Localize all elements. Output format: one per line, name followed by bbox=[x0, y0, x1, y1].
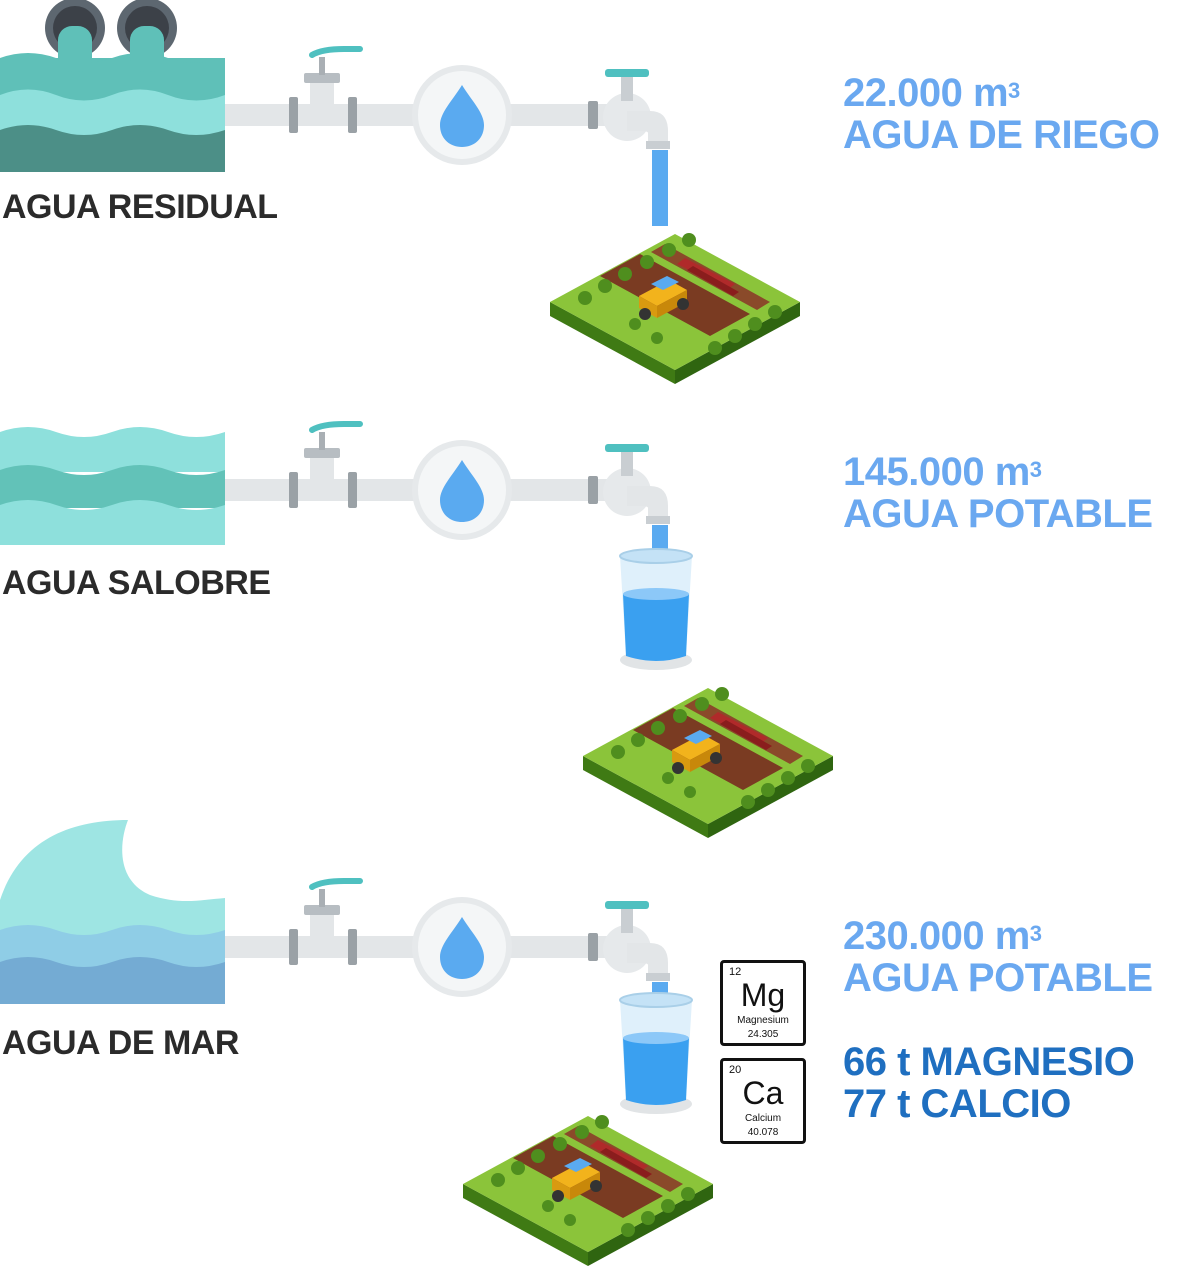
farm-field-icon bbox=[583, 687, 833, 838]
element-name: Magnesium bbox=[737, 1015, 789, 1026]
wastewater-source bbox=[0, 0, 225, 172]
amount-3: 230.000 m bbox=[843, 914, 1030, 958]
result-3: 230.000 m3 AGUA POTABLE bbox=[843, 915, 1153, 999]
unit-exp-1: 3 bbox=[1008, 78, 1020, 103]
pipeline-3 bbox=[225, 881, 670, 997]
glass-of-water-icon bbox=[619, 548, 693, 671]
amount-2: 145.000 m bbox=[843, 450, 1030, 494]
unit-exp-3: 3 bbox=[1029, 921, 1042, 946]
farm-field-icon bbox=[463, 1115, 713, 1266]
source-label-wastewater: AGUA RESIDUAL bbox=[2, 188, 278, 226]
element-symbol: Ca bbox=[742, 1075, 784, 1111]
source-label-brackish: AGUA SALOBRE bbox=[2, 564, 271, 602]
brackish-water-source bbox=[0, 427, 225, 545]
pipeline-2 bbox=[225, 424, 670, 540]
amount-1: 22.000 m bbox=[843, 71, 1009, 115]
wave-icon bbox=[0, 820, 225, 1004]
farm-field-icon bbox=[550, 233, 800, 384]
element-name: Calcium bbox=[744, 1113, 782, 1124]
water-stream-1 bbox=[652, 150, 668, 226]
element-symbol: Mg bbox=[740, 977, 786, 1013]
element-mass: 40.078 bbox=[747, 1127, 779, 1138]
minerals-result: 66 t MAGNESIO 77 t CALCIO bbox=[843, 1040, 1135, 1126]
product-3: AGUA POTABLE bbox=[843, 956, 1153, 1000]
unit-exp-2: 3 bbox=[1029, 457, 1042, 482]
result-1: 22.000 m3 AGUA DE RIEGO bbox=[843, 72, 1160, 156]
mineral-magnesium: 66 t MAGNESIO bbox=[843, 1040, 1135, 1084]
element-mass: 24.305 bbox=[747, 1029, 779, 1040]
mineral-calcium: 77 t CALCIO bbox=[843, 1082, 1071, 1126]
result-2: 145.000 m3 AGUA POTABLE bbox=[843, 451, 1153, 535]
glass-of-water-icon bbox=[619, 992, 693, 1115]
element-card-mg: 12 Mg Magnesium 24.305 bbox=[720, 960, 806, 1046]
source-label-seawater: AGUA DE MAR bbox=[2, 1024, 239, 1062]
product-1: AGUA DE RIEGO bbox=[843, 113, 1160, 157]
product-2: AGUA POTABLE bbox=[843, 492, 1153, 536]
pipeline-1 bbox=[225, 49, 670, 165]
element-number: 12 bbox=[729, 966, 742, 978]
element-card-ca: 20 Ca Calcium 40.078 bbox=[720, 1058, 806, 1144]
element-number: 20 bbox=[729, 1064, 742, 1076]
sewer-pipe-icon bbox=[45, 0, 177, 72]
